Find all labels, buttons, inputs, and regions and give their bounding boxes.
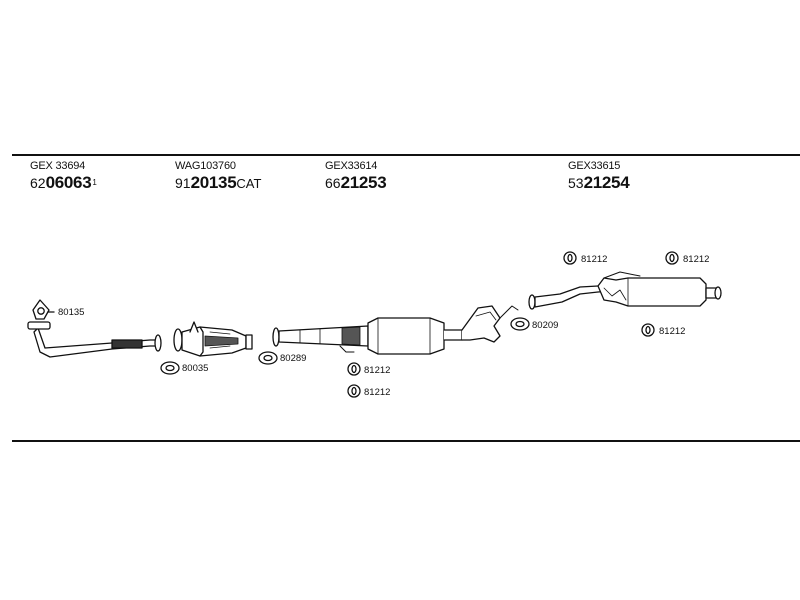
part-block-rear-silencer[interactable]: GEX33615 5321254 [568,160,630,194]
catalytic-converter[interactable] [173,321,253,357]
rubber-mount-81212-icon[interactable] [347,384,361,398]
front-pipe[interactable] [27,321,162,358]
part-block-middle-silencer[interactable]: GEX33614 6621253 [325,160,387,194]
gasket-80035-icon[interactable] [160,361,180,375]
callout-81212: 81212 [683,254,709,265]
top-divider-line [12,154,800,156]
part-block-catalyst[interactable]: WAG103760 9120135CAT [175,160,261,194]
callout-80035: 80035 [182,363,208,374]
gex-code: GEX33615 [568,160,621,172]
gasket-80209-icon[interactable] [510,317,530,331]
callout-80289: 80289 [280,353,306,364]
rubber-mount-81212-icon[interactable] [641,323,655,337]
middle-silencer[interactable] [272,305,519,355]
part-number: 5321254 [568,173,630,192]
gasket-80289-icon[interactable] [258,351,278,365]
rear-silencer[interactable] [528,271,722,310]
callout-80135: 80135 [58,307,84,318]
gasket-80135-icon[interactable] [32,299,50,320]
part-number: 62060631 [30,173,97,192]
rubber-mount-81212-icon[interactable] [563,251,577,265]
rubber-mount-81212-icon[interactable] [347,362,361,376]
callout-81212: 81212 [581,254,607,265]
part-block-front-pipe[interactable]: GEX 33694 62060631 [30,160,97,194]
callout-81212: 81212 [364,365,390,376]
rubber-mount-81212-icon[interactable] [665,251,679,265]
gex-code: GEX33614 [325,160,378,172]
callout-80209: 80209 [532,320,558,331]
gex-code: WAG103760 [175,160,236,172]
part-number: 9120135CAT [175,173,262,192]
gex-code: GEX 33694 [30,160,86,172]
callout-81212: 81212 [659,326,685,337]
bottom-divider-line [12,440,800,442]
part-number: 6621253 [325,173,387,192]
callout-81212: 81212 [364,387,390,398]
